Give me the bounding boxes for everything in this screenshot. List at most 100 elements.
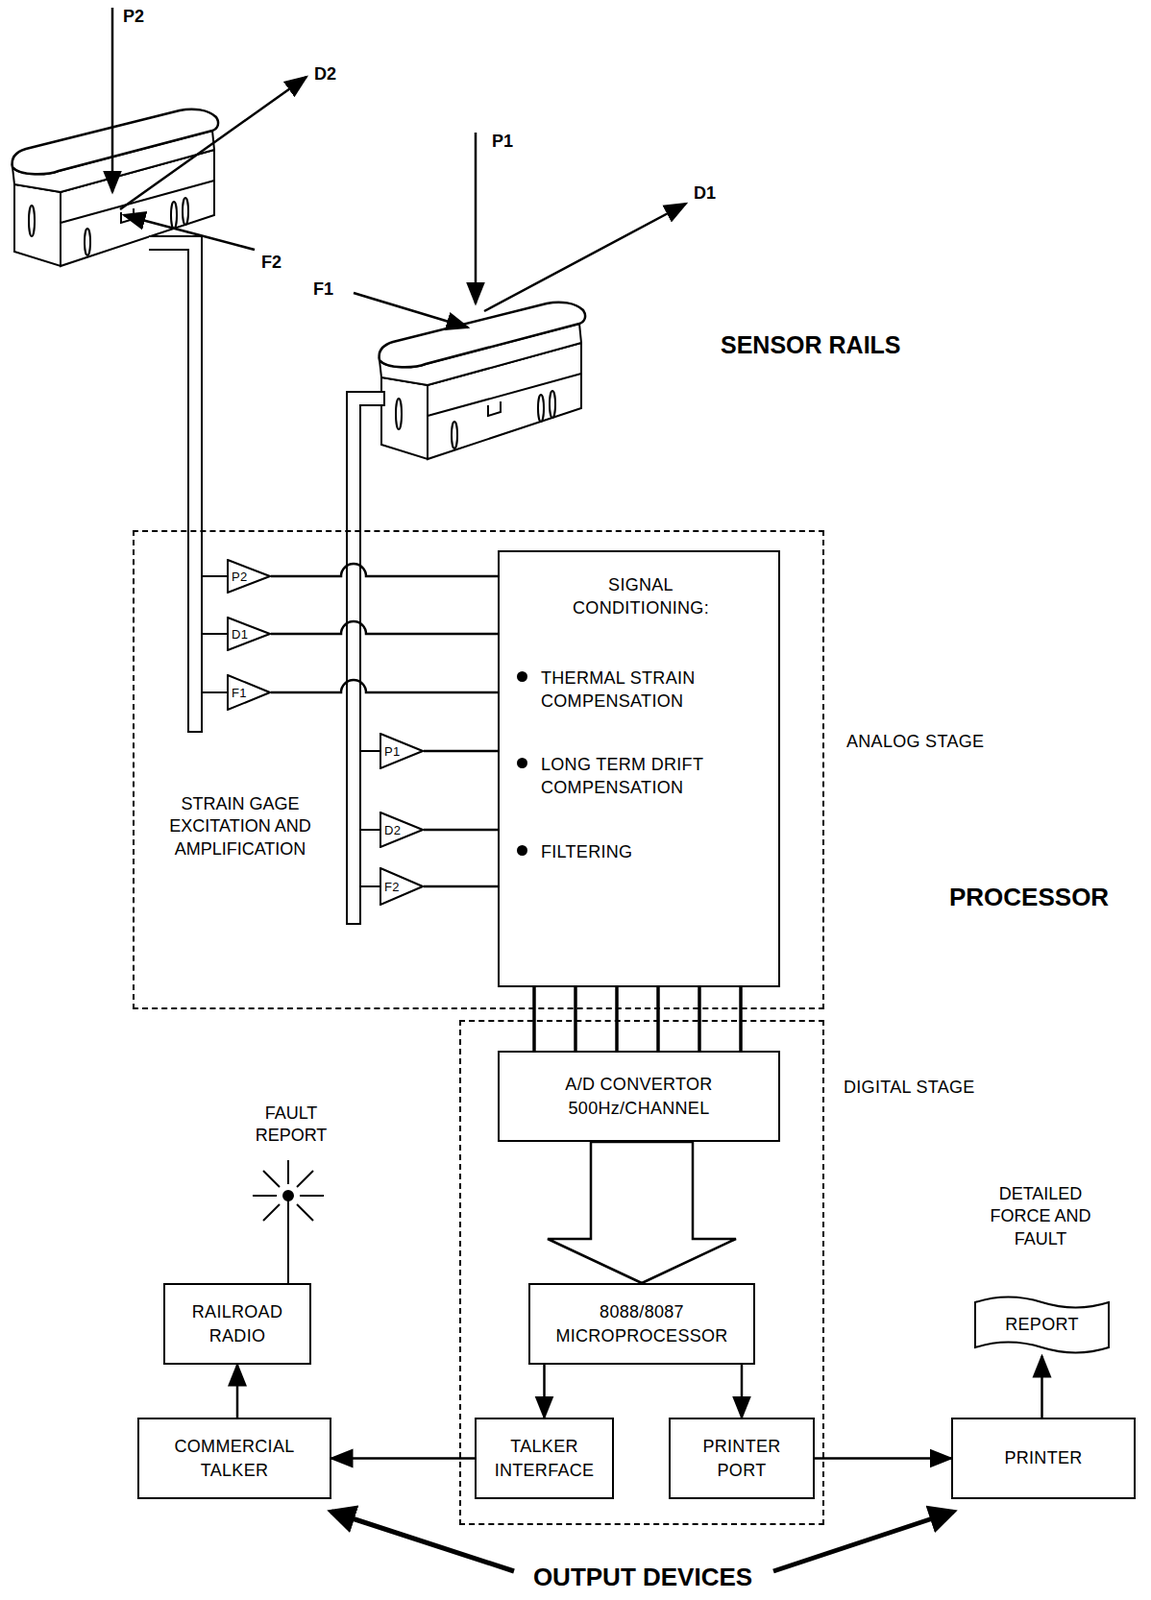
channel-name: P2	[231, 570, 248, 584]
connector	[573, 987, 578, 1052]
force-arrow	[123, 215, 255, 250]
annotation: FAULT REPORT	[233, 1102, 349, 1149]
ray	[263, 1171, 280, 1188]
ray	[263, 1204, 280, 1222]
amplifier-triangle	[227, 675, 270, 711]
data-flow-arrow	[547, 1142, 736, 1284]
antenna-mast	[287, 1196, 290, 1284]
amplifier: F1	[226, 674, 271, 711]
amplifier-triangle	[380, 812, 423, 848]
talker-box: COMMERCIAL TALKER	[137, 1418, 332, 1500]
box-text: TALKER INTERFACE	[482, 1435, 607, 1483]
box-text: A/D CONVERTOR 500Hz/CHANNEL	[505, 1073, 773, 1121]
box-text: RAILROAD RADIO	[171, 1300, 304, 1348]
force-vectors	[112, 7, 686, 328]
stage-label: ANALOG STAGE	[846, 730, 984, 754]
force-label: D2	[314, 63, 353, 86]
amplifier: D1	[226, 616, 271, 652]
force-label: F2	[261, 251, 300, 274]
bullet-text: FILTERING	[540, 840, 633, 864]
wire	[201, 691, 227, 694]
force-arrow	[353, 293, 468, 328]
connector	[697, 987, 702, 1052]
box-text: REPORT	[1004, 1313, 1078, 1337]
bullet-dot	[516, 758, 528, 769]
channel-name: F1	[231, 686, 247, 700]
cable-bus	[148, 236, 202, 733]
amplifier-triangle	[380, 734, 423, 769]
interface-box: TALKER INTERFACE	[474, 1418, 614, 1500]
ray	[299, 1195, 324, 1198]
stage-region: ANALOG STAGEP2D1F1P1D2F2SIGNAL CONDITION…	[132, 530, 825, 1010]
wire	[360, 885, 380, 888]
connector	[270, 621, 498, 635]
connector	[738, 987, 743, 1052]
connector	[270, 680, 498, 693]
connector	[614, 987, 619, 1052]
paper-outline	[975, 1297, 1109, 1354]
bullet-text: THERMAL STRAIN COMPENSATION	[540, 666, 765, 714]
amplifier-triangle	[380, 868, 423, 906]
connector	[423, 750, 498, 754]
connector	[331, 1457, 475, 1461]
annotation: STRAIN GAGE EXCITATION AND AMPLIFICATION	[146, 793, 335, 861]
force-label: D1	[693, 182, 733, 205]
connector	[236, 1365, 240, 1419]
annotation: SENSOR RAILS	[720, 329, 971, 362]
force-arrow	[474, 132, 478, 304]
ray	[296, 1204, 314, 1222]
force-label: F1	[313, 278, 348, 301]
annotation: OUTPUT DEVICES	[513, 1562, 773, 1595]
annotation: PROCESSOR	[949, 881, 1142, 915]
report-sheet: REPORT	[974, 1294, 1110, 1357]
connector	[270, 563, 498, 577]
connector	[423, 829, 498, 833]
antenna	[252, 1160, 324, 1284]
processor-box: 8088/8087 MICROPROCESSOR	[528, 1283, 756, 1366]
stage-label: DIGITAL STAGE	[843, 1076, 976, 1100]
connector	[740, 1365, 744, 1419]
connector	[1040, 1356, 1044, 1419]
signal-conditioning-box: SIGNAL CONDITIONING:THERMAL STRAIN COMPE…	[497, 550, 781, 988]
printer-box: PRINTER	[951, 1418, 1136, 1500]
force-label: P2	[122, 5, 162, 28]
bullet-item: LONG TERM DRIFT COMPENSATION	[516, 753, 765, 801]
force-arrow	[120, 76, 307, 210]
ray	[252, 1195, 277, 1198]
wire	[360, 829, 380, 832]
cable-bus	[346, 391, 385, 925]
pointer-arrow	[773, 1512, 954, 1572]
converter-box: A/D CONVERTOR 500Hz/CHANNEL	[497, 1051, 781, 1143]
connector	[656, 987, 661, 1052]
force-arrow	[484, 203, 686, 312]
connector	[423, 885, 498, 889]
connector	[532, 987, 537, 1052]
port-box: PRINTER PORT	[668, 1418, 815, 1500]
bullet-dot	[516, 845, 528, 857]
box-text: 8088/8087 MICROPROCESSOR	[536, 1300, 748, 1348]
bullet-text: LONG TERM DRIFT COMPENSATION	[540, 753, 765, 801]
connector	[814, 1457, 952, 1461]
stage-region: DIGITAL STAGEA/D CONVERTOR 500Hz/CHANNEL…	[459, 1020, 825, 1526]
bullet-item: FILTERING	[516, 840, 765, 864]
wire	[360, 750, 380, 753]
ray	[296, 1171, 314, 1188]
radio-box: RAILROAD RADIO	[163, 1283, 312, 1366]
box-text: COMMERCIAL TALKER	[145, 1435, 324, 1483]
connector	[542, 1365, 546, 1419]
amplifier: P1	[379, 733, 424, 770]
force-label: P1	[491, 130, 531, 153]
force-arrow	[111, 7, 115, 193]
bullet-item: THERMAL STRAIN COMPENSATION	[516, 666, 765, 714]
bullet-dot	[516, 671, 528, 683]
antenna-tip	[283, 1191, 294, 1201]
amplifier: D2	[379, 811, 424, 849]
box-text: PRINTER PORT	[676, 1435, 808, 1483]
wire	[201, 575, 227, 578]
pointer-arrows	[331, 1512, 954, 1572]
sensor-rail	[379, 302, 586, 460]
amplifier: P2	[226, 559, 271, 594]
amplifier: F2	[379, 867, 424, 907]
